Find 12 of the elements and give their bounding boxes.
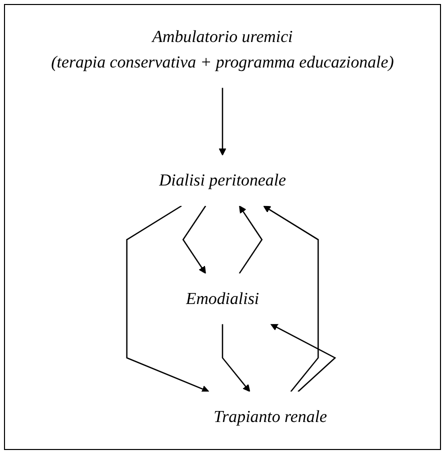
arrow: [218, 88, 226, 156]
arrow: [238, 206, 263, 274]
node-text: Emodialisi: [186, 289, 260, 308]
arrow: [182, 206, 206, 274]
node-text: Ambulatorio uremici (terapia conservativa + programma educazionale): [51, 28, 394, 72]
diagram-frame: Ambulatorio uremici (terapia conservativa + programma educazionale) Dialisi peritoneale Emodialisi Trapianto renale: [4, 4, 441, 450]
arrow: [222, 324, 250, 392]
node-text: Dialisi peritoneale: [158, 171, 286, 190]
arrow: [270, 324, 336, 392]
arrow: [263, 206, 319, 392]
node-text: Trapianto renale: [214, 408, 328, 426]
arrow: [126, 205, 210, 392]
